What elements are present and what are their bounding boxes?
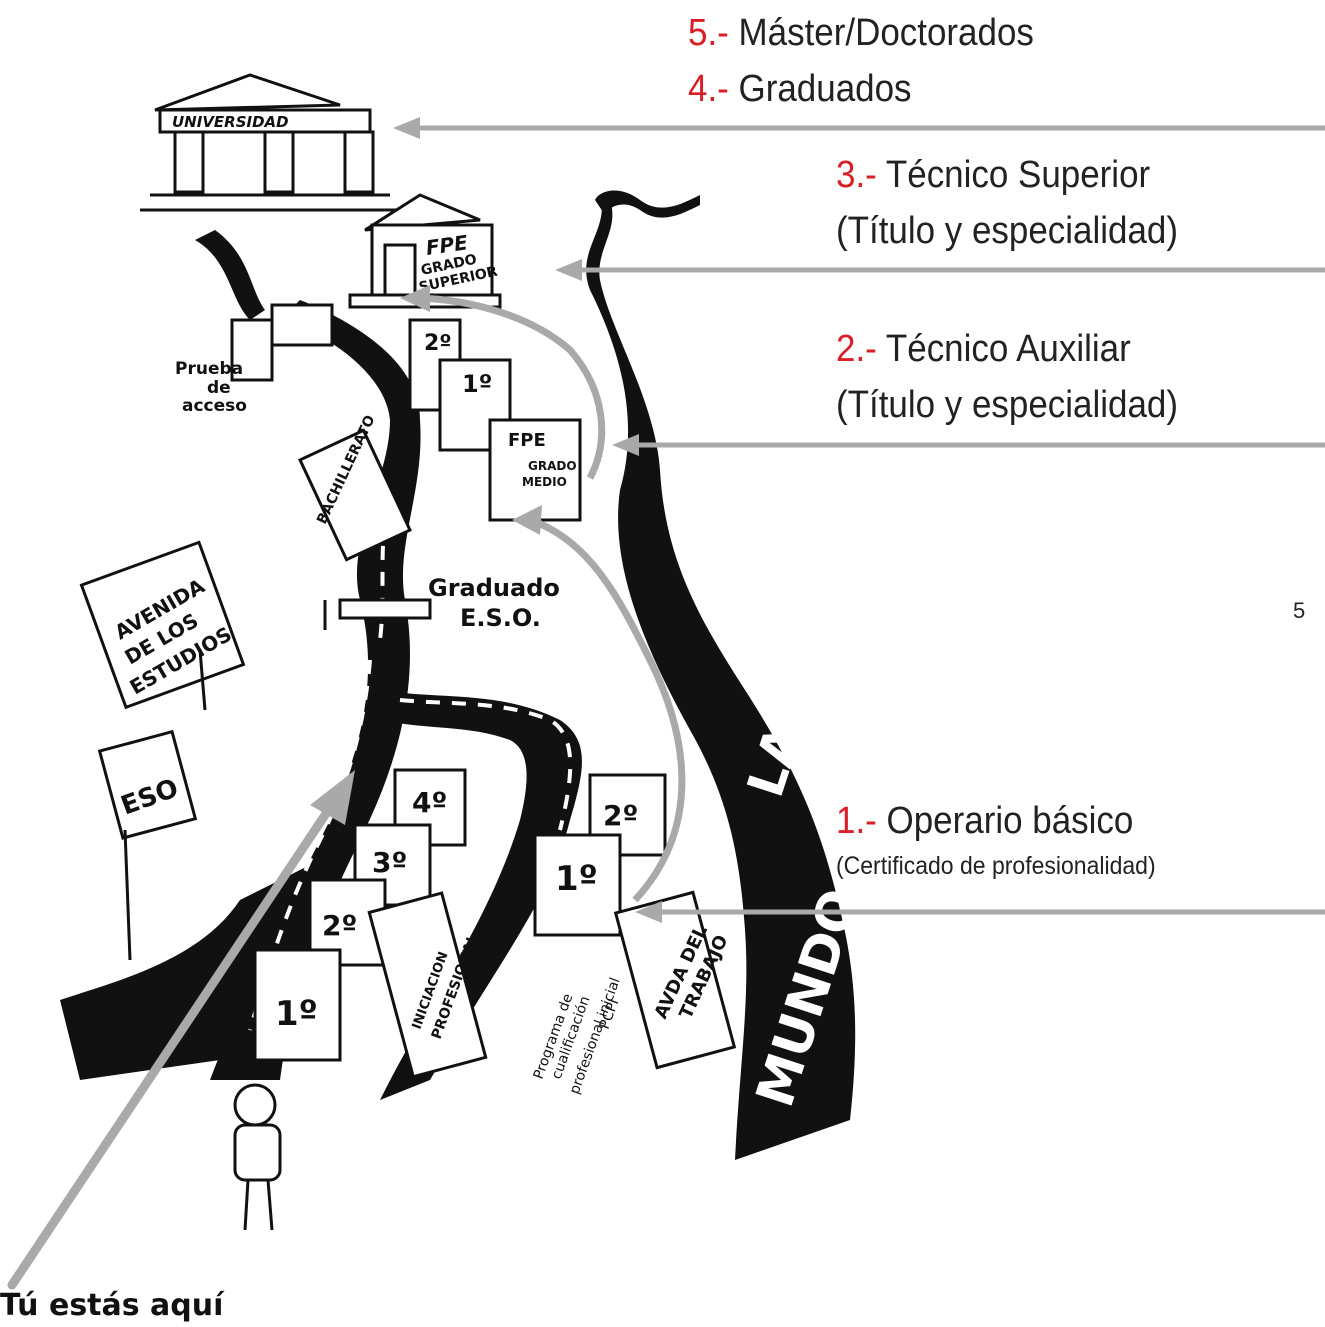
illustration-label-33: LABORAL bbox=[736, 538, 872, 803]
level-1-label: 1.- Operario básico bbox=[836, 802, 1133, 840]
level-4-text: Graduados bbox=[739, 68, 912, 110]
level-2-sub: (Título y especialidad) bbox=[836, 386, 1178, 424]
level-1-sub: (Certificado de profesionalidad) bbox=[836, 852, 1156, 881]
level-2-label: 2.- Técnico Auxiliar bbox=[836, 330, 1131, 368]
level-5-label: 5.- Máster/Doctorados bbox=[688, 14, 1034, 52]
eso-sign bbox=[100, 732, 196, 960]
level-3-label: 3.- Técnico Superior bbox=[836, 156, 1150, 194]
illustration-label-24: 1º bbox=[555, 859, 598, 899]
illustration-label-9: Prueba bbox=[175, 359, 243, 379]
you-are-here-label: Tú estás aquí bbox=[0, 1288, 223, 1323]
illustration-label-21: 2º bbox=[322, 909, 357, 942]
illustration-label-7: GRADO bbox=[528, 459, 577, 473]
level-3-sub: (Título y especialidad) bbox=[836, 212, 1178, 250]
level-5-number: 5.- bbox=[688, 12, 729, 54]
illustration-label-22: 1º bbox=[275, 994, 318, 1034]
illustration-label-8: MEDIO bbox=[522, 475, 567, 489]
level-3-text: Técnico Superior bbox=[886, 154, 1150, 196]
level-5-text: Máster/Doctorados bbox=[739, 12, 1034, 54]
illustration-label-19: 4º bbox=[412, 786, 447, 819]
illustration-label-4: 2º bbox=[424, 331, 452, 356]
level-1-text: Operario básico bbox=[887, 800, 1134, 842]
illustration-label-6: FPE bbox=[508, 430, 546, 451]
illustration-label-14: E.S.O. bbox=[460, 604, 541, 632]
level-4-number: 4.- bbox=[688, 68, 729, 110]
university-road bbox=[195, 230, 265, 320]
universidad-label: UNIVERSIDAD bbox=[172, 113, 289, 131]
illustration-label-20: 3º bbox=[372, 846, 407, 879]
level-4-label: 4.- Graduados bbox=[688, 70, 912, 108]
level-2-text: Técnico Auxiliar bbox=[886, 328, 1131, 370]
illustration-label-11: acceso bbox=[182, 396, 247, 416]
illustration-label-5: 1º bbox=[462, 370, 492, 398]
level-2-number: 2.- bbox=[836, 328, 877, 370]
illustration-label-23: 2º bbox=[603, 799, 638, 832]
illustration-label-13: Graduado bbox=[428, 574, 560, 602]
level-1-number: 1.- bbox=[836, 800, 877, 842]
level-3-number: 3.- bbox=[836, 154, 877, 196]
page-number: 5 bbox=[1293, 598, 1305, 624]
university-building bbox=[140, 75, 400, 210]
student-figure bbox=[235, 1085, 280, 1230]
illustration-label-10: de bbox=[207, 378, 231, 398]
